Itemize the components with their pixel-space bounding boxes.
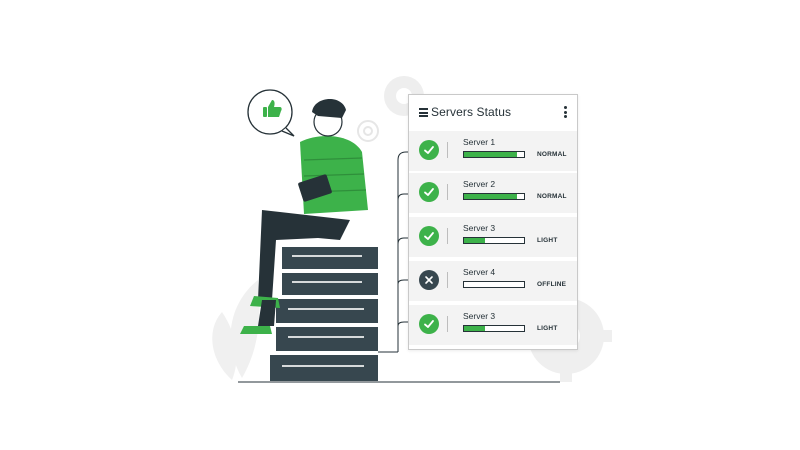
server-name: Server 4 xyxy=(463,267,496,277)
list-icon xyxy=(419,108,428,117)
status-label: NORMAL xyxy=(537,193,567,200)
load-bar-fill xyxy=(464,326,485,331)
load-bar xyxy=(463,237,525,244)
load-bar-fill xyxy=(464,194,517,199)
person-with-tablet xyxy=(240,98,368,334)
x-icon xyxy=(419,270,439,290)
row-divider xyxy=(447,228,448,244)
row-divider xyxy=(447,142,448,158)
server-row[interactable]: Server 3 LIGHT xyxy=(409,217,577,257)
load-bar xyxy=(463,281,525,288)
status-label: LIGHT xyxy=(537,325,558,332)
check-icon xyxy=(419,182,439,202)
server-name: Server 3 xyxy=(463,223,496,233)
load-bar-fill xyxy=(464,238,485,243)
connector-lines xyxy=(378,151,408,353)
panel-header: Servers Status xyxy=(409,95,577,129)
thumbs-up-bubble xyxy=(247,89,295,137)
gear-icon xyxy=(357,120,379,142)
server-row[interactable]: Server 1 NORMAL xyxy=(409,131,577,171)
load-bar-fill xyxy=(464,152,517,157)
server-name: Server 3 xyxy=(463,311,496,321)
server-row[interactable]: Server 3 LIGHT xyxy=(409,305,577,345)
server-name: Server 2 xyxy=(463,179,496,189)
status-label: LIGHT xyxy=(537,237,558,244)
load-bar xyxy=(463,325,525,332)
row-divider xyxy=(447,316,448,332)
server-rack xyxy=(270,247,378,381)
load-bar xyxy=(463,151,525,158)
status-label: OFFLINE xyxy=(537,281,567,288)
kebab-menu-icon[interactable] xyxy=(564,106,568,120)
row-divider xyxy=(447,184,448,200)
row-divider xyxy=(447,272,448,288)
check-icon xyxy=(419,140,439,160)
server-name: Server 1 xyxy=(463,137,496,147)
server-row[interactable]: Server 4 OFFLINE xyxy=(409,261,577,301)
servers-status-panel: Servers Status Server 1 NORMAL Server 2 NOR… xyxy=(408,94,578,350)
panel-title: Servers Status xyxy=(431,105,512,119)
check-icon xyxy=(419,314,439,334)
thumbs-up-icon xyxy=(263,100,282,117)
server-row[interactable]: Server 2 NORMAL xyxy=(409,173,577,213)
status-label: NORMAL xyxy=(537,151,567,158)
load-bar xyxy=(463,193,525,200)
check-icon xyxy=(419,226,439,246)
